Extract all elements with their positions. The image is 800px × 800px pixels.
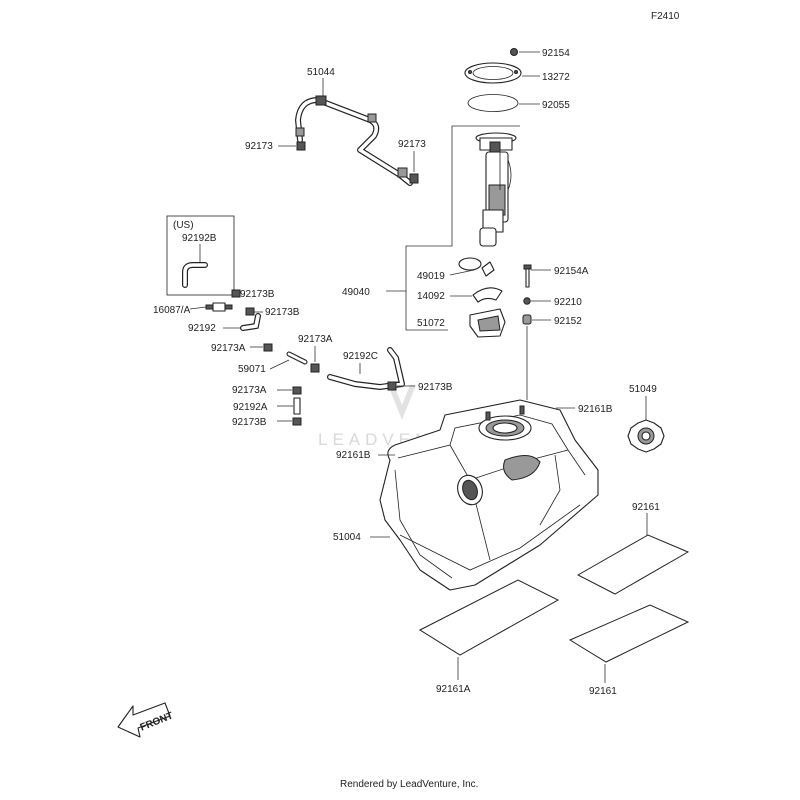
label-92173A-3[interactable]: 92173A (232, 385, 267, 396)
part-92173A-clamp-3[interactable] (292, 386, 302, 395)
part-92055-o-ring[interactable] (467, 94, 519, 112)
label-92152[interactable]: 92152 (554, 316, 582, 327)
part-92154A-bolt[interactable] (523, 264, 532, 288)
label-92173B-1[interactable]: 92173B (240, 289, 275, 300)
label-49040[interactable]: 49040 (342, 287, 370, 298)
part-92173A-clamp-1[interactable] (263, 343, 273, 352)
label-92192C[interactable]: 92192C (343, 351, 378, 362)
part-92173B-clamp-2[interactable] (245, 307, 255, 316)
label-92161-top[interactable]: 92161 (632, 502, 660, 513)
label-92173A-1[interactable]: 92173A (211, 343, 246, 354)
label-92173B-3[interactable]: 92173B (418, 382, 453, 393)
part-92192B-hose[interactable] (182, 262, 208, 288)
part-92161-pad-top[interactable] (576, 534, 690, 595)
label-51044[interactable]: 51044 (307, 67, 335, 78)
label-92173-left[interactable]: 92173 (245, 141, 273, 152)
label-92154[interactable]: 92154 (542, 48, 570, 59)
label-92210[interactable]: 92210 (554, 297, 582, 308)
part-92173B-clamp-4[interactable] (292, 417, 302, 426)
part-92173B-clamp-3[interactable] (387, 381, 397, 391)
label-14092[interactable]: 14092 (417, 291, 445, 302)
part-92173-clamp-right[interactable] (409, 173, 419, 184)
part-49040-fuel-pump[interactable] (475, 132, 517, 247)
label-92173-right[interactable]: 92173 (398, 139, 426, 150)
label-16087A[interactable]: 16087/A (153, 305, 191, 316)
label-49019[interactable]: 49019 (417, 271, 445, 282)
part-92152-collar[interactable] (522, 314, 532, 325)
label-92161-bottom[interactable]: 92161 (589, 686, 617, 697)
part-51049-fuel-cap[interactable] (627, 419, 665, 453)
label-92173B-2[interactable]: 92173B (265, 307, 300, 318)
label-92192B[interactable]: 92192B (182, 233, 217, 244)
label-92192A[interactable]: 92192A (233, 402, 268, 413)
part-49019-filter[interactable] (458, 257, 495, 277)
part-13272-plate[interactable] (464, 62, 522, 84)
part-92154-nut[interactable] (510, 48, 518, 56)
diagram-code: F2410 (651, 11, 680, 22)
label-92161A[interactable]: 92161A (436, 684, 471, 695)
part-92173A-clamp-2[interactable] (310, 363, 320, 373)
part-92192A-hose[interactable] (293, 397, 301, 415)
label-92173B-4[interactable]: 92173B (232, 417, 267, 428)
front-direction-arrow: FRONT (117, 702, 175, 738)
label-59071[interactable]: 59071 (238, 364, 266, 375)
part-92210-washer[interactable] (523, 297, 531, 305)
label-92192[interactable]: 92192 (188, 323, 216, 334)
label-13272[interactable]: 13272 (542, 72, 570, 83)
part-59071-fitting[interactable] (286, 351, 308, 365)
part-92192-hose[interactable] (240, 313, 261, 331)
label-92173A-2[interactable]: 92173A (298, 334, 333, 345)
part-16087A-valve[interactable] (205, 302, 233, 312)
part-92161A-pad[interactable] (418, 579, 560, 656)
part-51072-cup[interactable] (469, 308, 506, 338)
us-detail-box (166, 215, 235, 296)
part-14092-cover[interactable] (472, 287, 503, 303)
label-92161B-2[interactable]: 92161B (336, 450, 371, 461)
label-51072[interactable]: 51072 (417, 318, 445, 329)
footer-credit: Rendered by LeadVenture, Inc. (340, 779, 478, 790)
label-51049[interactable]: 51049 (629, 384, 657, 395)
part-51044-fuel-hose[interactable] (295, 95, 413, 186)
label-92055[interactable]: 92055 (542, 100, 570, 111)
label-51004[interactable]: 51004 (333, 532, 361, 543)
label-92154A[interactable]: 92154A (554, 266, 589, 277)
part-92161-pad-bottom[interactable] (568, 604, 690, 663)
part-51004-fuel-tank[interactable] (379, 399, 599, 591)
part-92173B-clamp-1[interactable] (231, 289, 241, 298)
us-box-label: (US) (173, 220, 194, 231)
label-92161B-1[interactable]: 92161B (578, 404, 613, 415)
part-92173-clamp-left[interactable] (296, 141, 306, 151)
